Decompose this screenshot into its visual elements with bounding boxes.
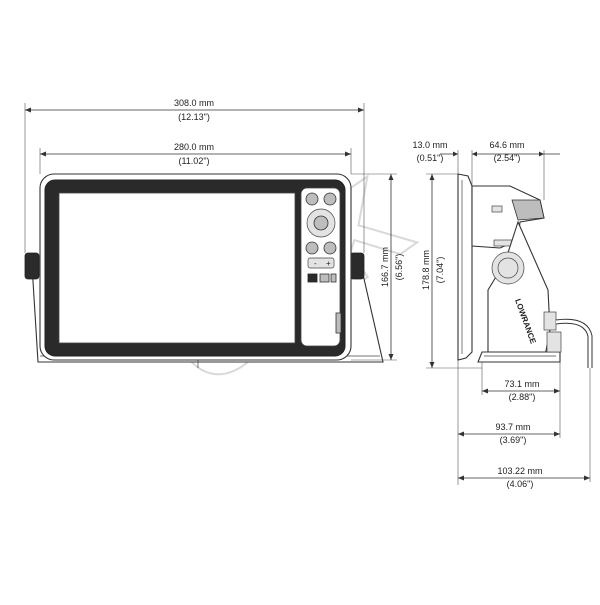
screen-width-in: (11.02") <box>178 156 209 166</box>
total-height-mm: 178.8 mm <box>421 250 431 290</box>
overall-depth-mm: 103.22 mm <box>497 466 542 476</box>
side-display-profile <box>457 173 473 361</box>
side-housing-shade <box>511 199 545 221</box>
front-depth-in: (0.51") <box>417 153 444 163</box>
side-base <box>477 351 561 363</box>
keypad-button-top-left <box>305 192 319 206</box>
bracket-depth-in: (2.54") <box>494 153 521 163</box>
screen-width-mm: 280.0 mm <box>174 142 214 152</box>
mid-depth-in: (3.69") <box>500 435 527 445</box>
dim-arrows-top-side <box>453 151 544 157</box>
left-knob <box>24 252 40 280</box>
cable-connector-lower <box>546 331 562 353</box>
front-depth-mm: 13.0 mm <box>412 140 447 150</box>
cable-inner <box>555 319 592 368</box>
power-button <box>307 273 318 283</box>
zoom-minus-label: - <box>314 259 317 268</box>
mark-button <box>330 273 337 283</box>
overall-width-mm: 308.0 mm <box>174 98 214 108</box>
screen-height-in: (6.56") <box>394 254 404 281</box>
right-knob <box>349 252 365 280</box>
overall-width-in: (12.13") <box>178 112 210 122</box>
base-depth-mm: 73.1 mm <box>504 379 539 389</box>
side-view: LOWRANCE 13.0 mm (0.51") 64.6 mm (2.54")… <box>412 140 593 489</box>
side-housing-latch <box>491 205 503 213</box>
keypad-button-top-right <box>323 192 337 206</box>
page-button <box>319 273 330 283</box>
display-screen <box>58 192 296 344</box>
side-mount-knob <box>491 251 525 285</box>
zoom-plus-label: + <box>326 259 331 268</box>
cable-connector <box>543 311 557 331</box>
bracket-depth-mm: 64.6 mm <box>489 140 524 150</box>
front-view: - + 308.0 mm (12.13") 280.0 mm (11.02") … <box>24 98 404 368</box>
total-height-in: (7.04") <box>435 257 445 284</box>
zoom-rocker <box>307 257 335 269</box>
overall-depth-in: (4.06") <box>507 479 534 489</box>
side-mount-knob-ring <box>497 257 519 279</box>
card-slot <box>335 312 342 334</box>
base-depth-in: (2.88") <box>509 392 536 402</box>
screen-height-mm: 166.7 mm <box>380 247 390 287</box>
side-housing-clip <box>493 239 513 247</box>
mid-depth-mm: 93.7 mm <box>495 422 530 432</box>
keypad-button-mid-left <box>305 241 319 255</box>
keypad-button-mid-right <box>323 241 337 255</box>
rotary-knob-center <box>313 215 329 231</box>
